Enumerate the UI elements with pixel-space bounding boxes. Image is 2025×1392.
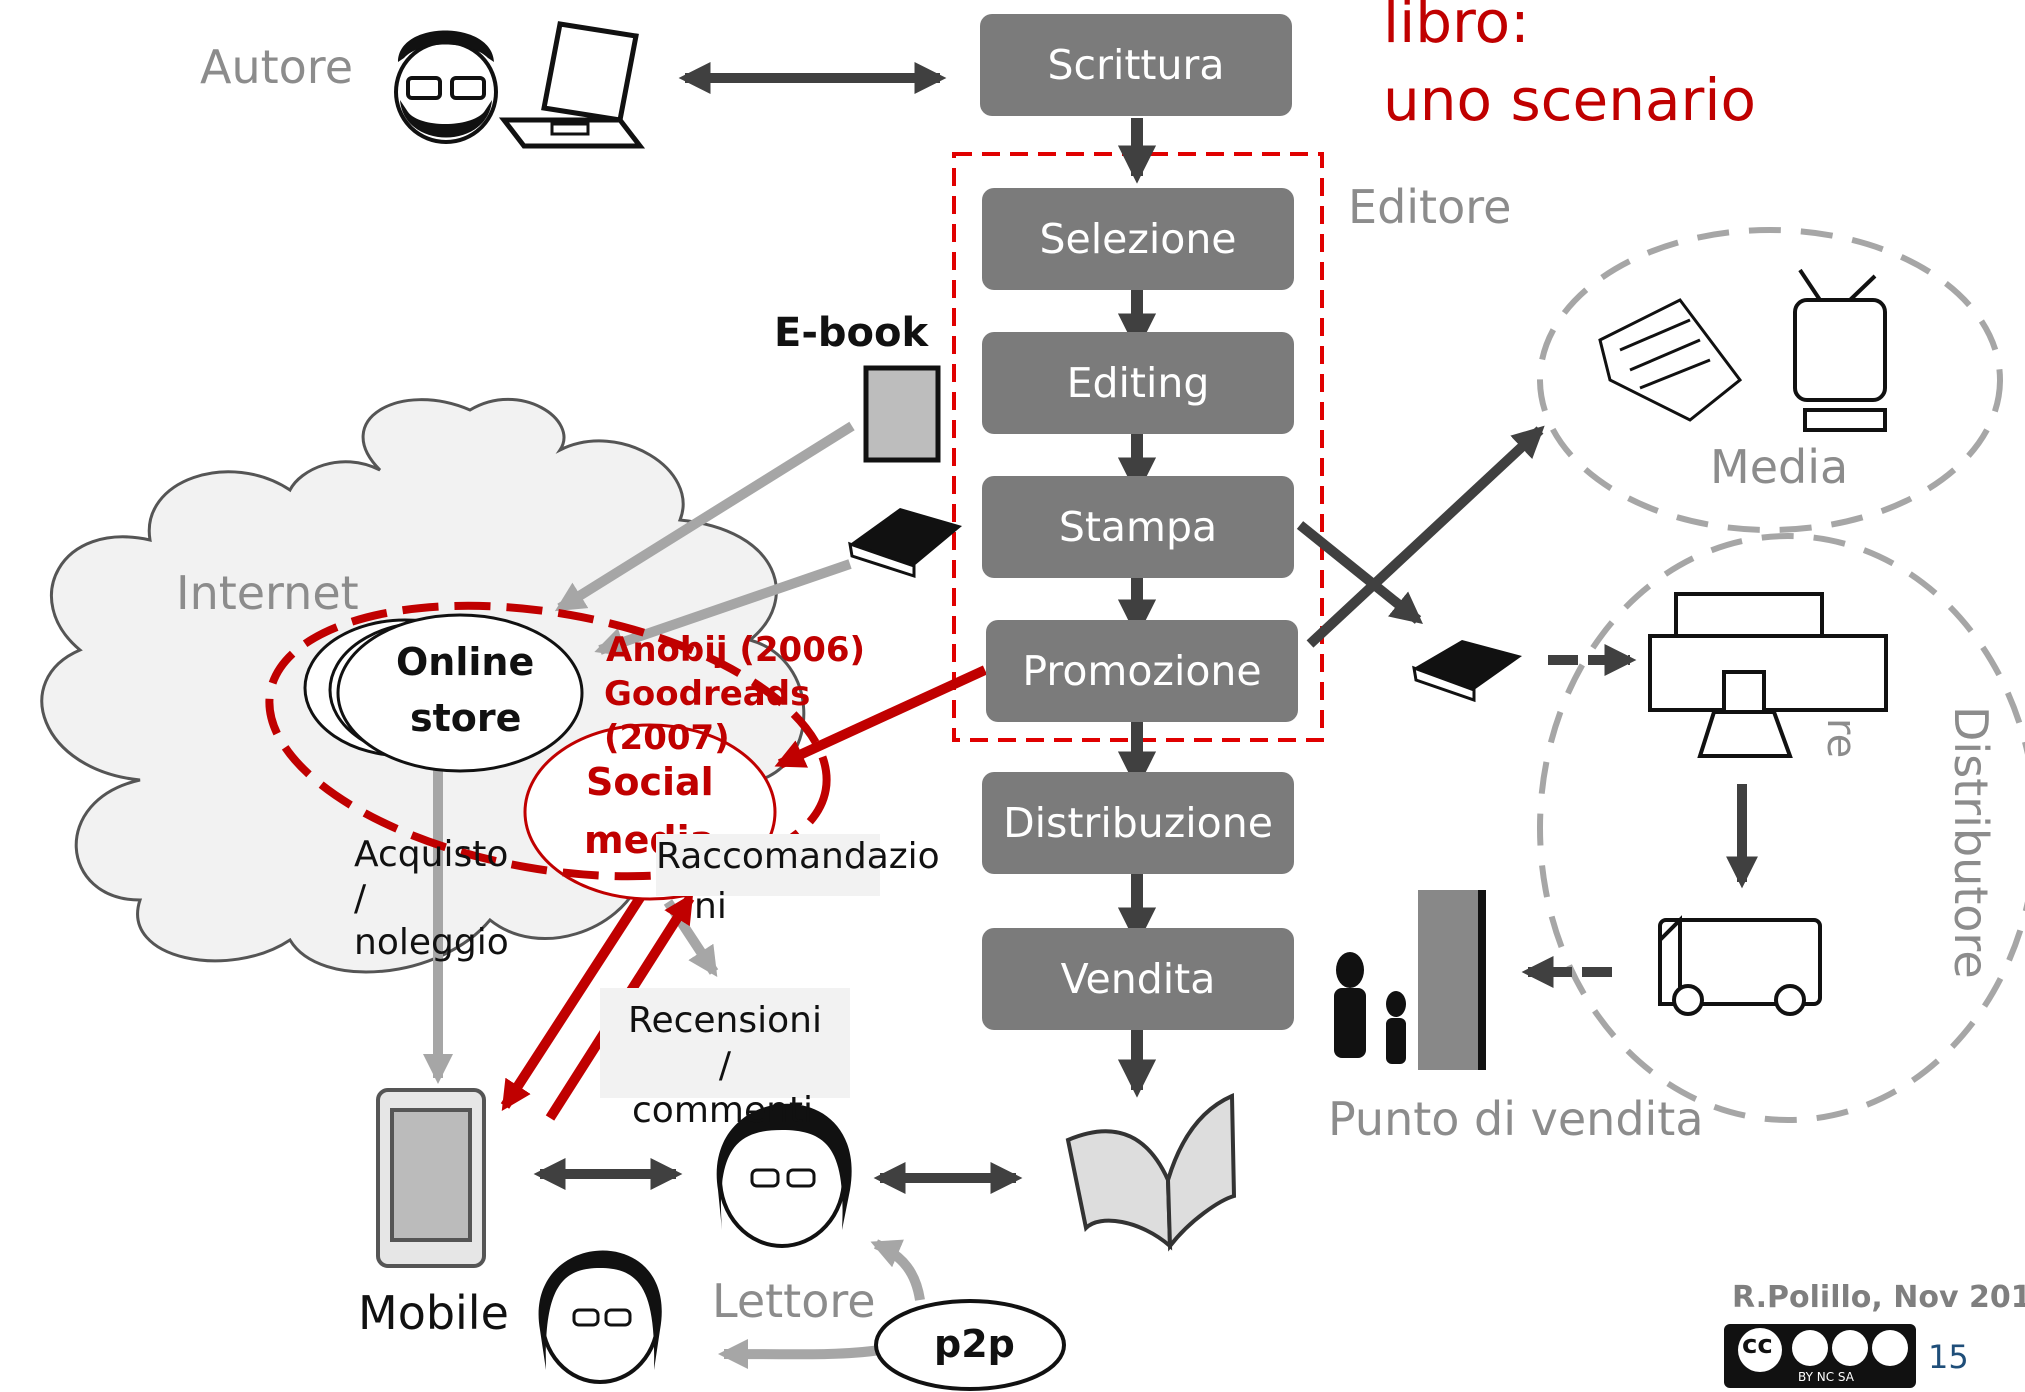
author-icon bbox=[394, 30, 498, 144]
acquisto-line-1: Acquisto bbox=[354, 834, 509, 875]
cc-badge-text: BY NC SA bbox=[1798, 1370, 1854, 1384]
raccomandazioni-label: Raccomandazio bbox=[656, 834, 940, 896]
step-stampa: Stampa bbox=[982, 476, 1294, 578]
recensioni-line-2: / bbox=[718, 1045, 732, 1086]
social-sites-line-2: Goodreads bbox=[604, 674, 811, 714]
distributore-ellipse bbox=[1537, 533, 2025, 1123]
step-editing: Editing bbox=[982, 332, 1294, 434]
book-icon-closed-2 bbox=[1412, 640, 1522, 703]
media-label: Media bbox=[1710, 440, 1849, 494]
footer-author: R.Polillo, Nov 2013 bbox=[1732, 1280, 2025, 1315]
ebook-label: E-book bbox=[774, 310, 929, 356]
step-selezione: Selezione bbox=[982, 188, 1294, 290]
social-sites-line-3: (2007) bbox=[604, 718, 730, 758]
store-icon bbox=[1648, 592, 1888, 758]
social-dashed-ellipse bbox=[265, 601, 831, 881]
online-store-line-2: store bbox=[410, 696, 522, 740]
ebook-device-icon bbox=[863, 365, 941, 463]
p2p-label: p2p bbox=[934, 1322, 1015, 1366]
step-scrittura: Scrittura bbox=[980, 14, 1292, 116]
step-vendita: Vendita bbox=[982, 928, 1294, 1030]
social-media-line-1: Social bbox=[586, 760, 714, 804]
step-promozione: Promozione bbox=[986, 620, 1298, 722]
recensioni-label: Recensioni / bbox=[600, 988, 850, 1098]
laptop-icon bbox=[498, 21, 646, 149]
cc-license-icon bbox=[1724, 1324, 1916, 1388]
acquisto-line-2: / bbox=[354, 878, 367, 919]
social-sites-line-1: Anobij (2006) bbox=[606, 630, 866, 670]
lettore-label: Lettore bbox=[712, 1274, 876, 1328]
page-number: 15 bbox=[1928, 1338, 1969, 1376]
online-store-line-1: Online bbox=[396, 640, 535, 684]
title-line-1: libro: bbox=[1383, 0, 1530, 56]
light-arrows bbox=[423, 421, 925, 1370]
distributore-label: Distributore bbox=[1944, 706, 1998, 979]
p2p-ellipse bbox=[874, 1299, 1066, 1391]
recensioni-line-3: commenti bbox=[632, 1090, 814, 1131]
online-store-stack bbox=[303, 613, 584, 773]
raccomandazioni-line-2: ni bbox=[694, 886, 727, 927]
reader-icon bbox=[716, 1103, 852, 1248]
internet-label: Internet bbox=[176, 566, 359, 620]
title-line-2: uno scenario bbox=[1383, 66, 1756, 134]
raccomandazioni-line-1: Raccomandazio bbox=[656, 836, 940, 877]
cc-text: cc bbox=[1742, 1330, 1773, 1360]
recensioni-line-1: Recensioni bbox=[628, 1000, 822, 1041]
truck-icon bbox=[1658, 915, 1822, 1016]
distributore-partial-label: re bbox=[1818, 718, 1864, 759]
punto-vendita-label: Punto di vendita bbox=[1328, 1092, 1704, 1146]
peer-reader-icon bbox=[538, 1250, 662, 1384]
tv-icon bbox=[1793, 268, 1887, 432]
autore-label: Autore bbox=[200, 40, 354, 94]
step-distribuzione: Distribuzione bbox=[982, 772, 1294, 874]
media-ellipse bbox=[1537, 227, 2003, 533]
acquisto-line-3: noleggio bbox=[354, 922, 509, 963]
book-icon-open bbox=[1065, 1092, 1237, 1252]
book-icon-closed bbox=[848, 508, 962, 579]
tablet-mobile-icon bbox=[376, 1088, 486, 1268]
mobile-label: Mobile bbox=[358, 1286, 509, 1340]
shop-people-icon bbox=[1334, 890, 1486, 1070]
newspaper-icon bbox=[1598, 298, 1743, 422]
dark-arrows bbox=[533, 61, 1759, 1195]
editore-label: Editore bbox=[1348, 180, 1512, 234]
